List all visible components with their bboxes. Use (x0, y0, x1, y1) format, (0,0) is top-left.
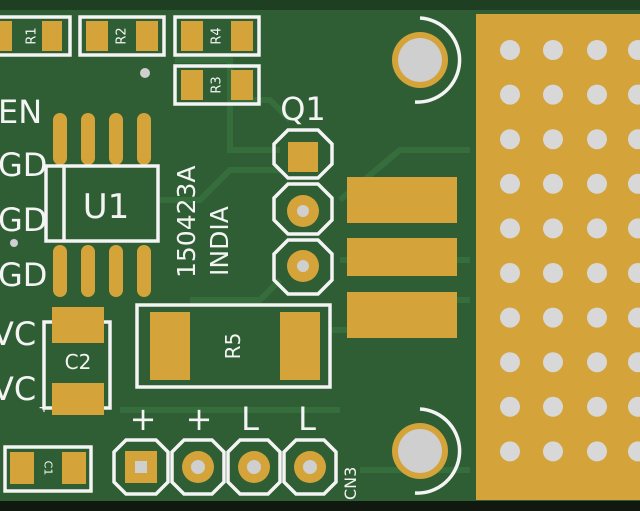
country-text: INDIA (205, 206, 234, 276)
thermal-via (628, 352, 640, 373)
thermal-via (628, 263, 640, 283)
cn3-pin-label-l-2: L (298, 400, 316, 438)
r2-label: R2 (115, 27, 130, 44)
thermal-via (543, 441, 563, 462)
thermal-via (543, 84, 563, 105)
thermal-via (628, 40, 640, 60)
pin-label-gnd-1: GD (0, 146, 47, 184)
resistor-r4: R4 (173, 15, 261, 57)
date-code-text: 150423A (172, 165, 201, 278)
r4-label: R4 (210, 27, 225, 44)
capacitor-c2: C2 + (38, 307, 112, 416)
r1-label: R1 (25, 27, 40, 44)
cn3-label: CN3 (341, 467, 360, 500)
thermal-via (587, 263, 607, 283)
thermal-via (500, 263, 520, 283)
q1-label: Q1 (280, 90, 326, 128)
r5-label: R5 (221, 333, 245, 360)
ic-u1: U1 (44, 113, 160, 297)
thermal-via (543, 307, 563, 328)
resistor-r5: R5 (135, 303, 332, 389)
thermal-via (628, 84, 640, 105)
thermal-vias (500, 40, 640, 462)
thermal-via (500, 129, 520, 150)
resistor-r3: R3 (173, 64, 261, 106)
mounting-hole-bottom (392, 407, 462, 495)
via (140, 68, 150, 78)
thermal-via (587, 218, 607, 239)
pin-label-en: EN (0, 93, 42, 131)
thermal-via (628, 396, 640, 417)
thermal-via (500, 173, 520, 194)
thermal-via (543, 218, 563, 239)
mounting-hole-top (392, 16, 462, 104)
pin-label-vc-1: VC (0, 315, 36, 353)
thermal-via (587, 84, 607, 105)
thermal-via (587, 441, 607, 462)
capacitor-c1: C1 (3, 445, 93, 493)
cn3-pin-label-plus-2: + (186, 400, 213, 438)
c2-label: C2 (65, 350, 92, 374)
thermal-via (587, 396, 607, 417)
pin-label-vc-2: VC (0, 370, 36, 408)
thermal-via (628, 218, 640, 239)
thermal-via (587, 173, 607, 194)
thermal-via (628, 173, 640, 194)
board-edge-bottom (0, 501, 640, 511)
thermal-via (543, 173, 563, 194)
thermal-via (587, 307, 607, 328)
via (10, 239, 18, 247)
thermal-via (628, 441, 640, 462)
thermal-via (543, 129, 563, 150)
thermal-via (543, 40, 563, 60)
thermal-via (500, 352, 520, 373)
power-pad-1 (347, 177, 457, 223)
cn3-pin-label-plus-1: + (130, 400, 157, 438)
thermal-via (500, 84, 520, 105)
pin-label-gnd-2: GD (0, 201, 47, 239)
thermal-via (500, 396, 520, 417)
thermal-via (500, 218, 520, 239)
thermal-via (543, 352, 563, 373)
thermal-via (628, 307, 640, 328)
thermal-via (543, 263, 563, 283)
thermal-via (500, 40, 520, 60)
thermal-via (500, 441, 520, 462)
c2-polarity-mark: + (38, 400, 50, 416)
transistor-q1: Q1 (272, 90, 334, 296)
u1-label: U1 (83, 187, 130, 227)
cn3-pin-label-l-1: L (241, 400, 259, 438)
pin-label-gnd-3: GD (0, 256, 47, 294)
power-pad-2 (347, 238, 457, 276)
thermal-via (587, 352, 607, 373)
power-pad-3 (347, 292, 457, 338)
resistor-r2: R2 (78, 15, 166, 57)
resistor-r1: R1 (0, 15, 72, 57)
thermal-via (500, 307, 520, 328)
thermal-via (543, 396, 563, 417)
thermal-via (628, 129, 640, 150)
thermal-via (587, 129, 607, 150)
c1-label: C1 (42, 461, 55, 476)
connector-cn3: + + L L CN3 (112, 400, 360, 500)
thermal-via (587, 40, 607, 60)
r3-label: R3 (210, 76, 225, 93)
board-edge-top (0, 0, 640, 10)
